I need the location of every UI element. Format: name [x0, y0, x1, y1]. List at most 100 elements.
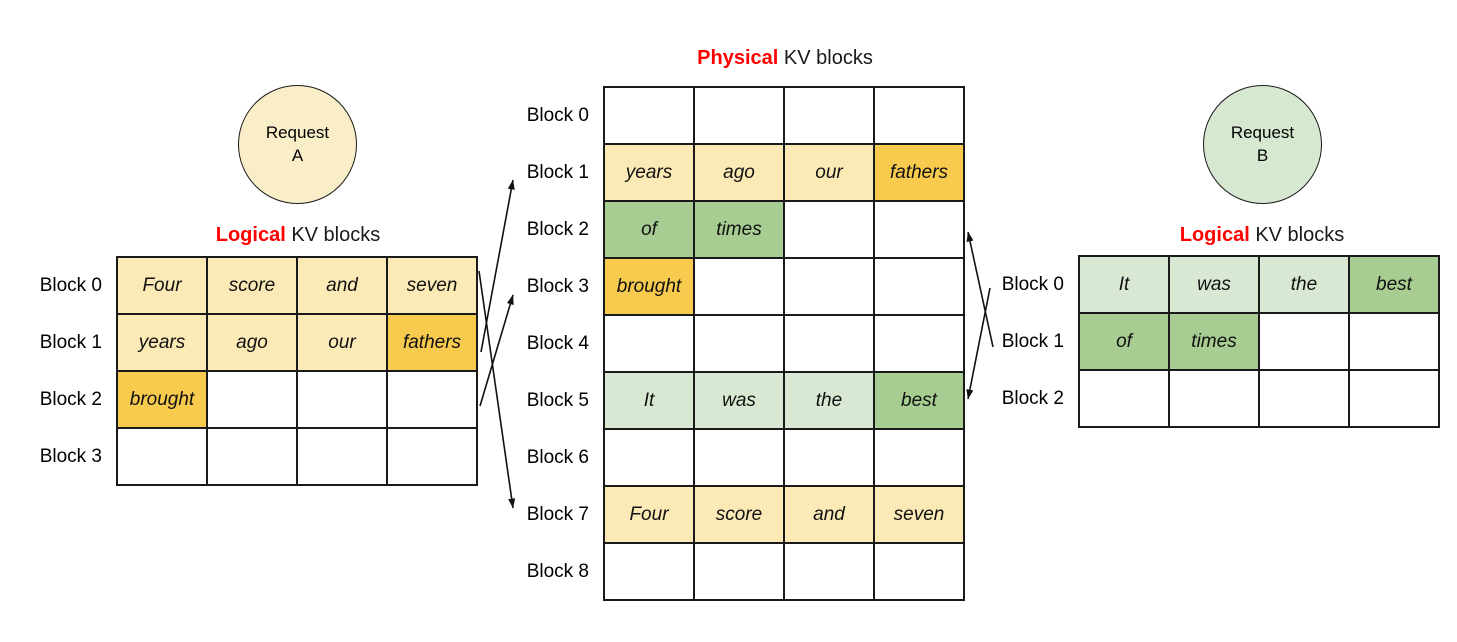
row-label: Block 8 [526, 560, 589, 582]
kv-cell-empty [296, 370, 388, 429]
kv-cell-empty [1258, 312, 1350, 371]
kv-cell-empty [693, 314, 785, 373]
kv-cell-empty [873, 86, 965, 145]
kv-cell-empty [873, 542, 965, 601]
logical-kv-blocks-title-b: Logical KV blocks [1082, 224, 1442, 247]
request-b-label-line1: Request [1230, 123, 1295, 143]
kv-cell-token: seven [873, 485, 965, 544]
kv-cell-token: best [873, 371, 965, 430]
request-b-label-line2: B [1256, 145, 1269, 165]
kv-cell-empty [693, 428, 785, 487]
kv-row: Block 3 brought [509, 257, 965, 316]
kv-cell-empty [693, 257, 785, 316]
physical-kv-blocks-title: Physical KV blocks [605, 47, 965, 70]
row-label: Block 2 [526, 218, 589, 240]
kv-cell-token: the [783, 371, 875, 430]
kv-cell-token: ago [206, 313, 298, 372]
kv-row: Block 0 [509, 86, 965, 145]
kv-cell-token: our [783, 143, 875, 202]
logical-emphasis-a: Logical [215, 224, 286, 246]
kv-cell-token: brought [603, 257, 695, 316]
kv-cell-empty [783, 86, 875, 145]
row-label: Block 1 [1001, 330, 1064, 352]
kv-row: Block 2 [984, 369, 1440, 428]
request-a-label-line2: A [291, 145, 304, 165]
kv-row: Block 3 [22, 427, 478, 486]
kv-cell-empty [116, 427, 208, 486]
kv-cell-empty [603, 542, 695, 601]
kv-cell-empty [1168, 369, 1260, 428]
kv-cell-empty [873, 428, 965, 487]
kv-cell-empty [783, 314, 875, 373]
kv-cell-empty [783, 257, 875, 316]
kv-cell-empty [1348, 369, 1440, 428]
kv-cell-empty [386, 427, 478, 486]
kv-cell-token: Four [603, 485, 695, 544]
kv-cell-token: our [296, 313, 388, 372]
kv-cell-token: of [603, 200, 695, 259]
kv-cell-token: seven [386, 256, 478, 315]
logical-emphasis-b: Logical [1179, 224, 1250, 246]
row-label: Block 3 [526, 275, 589, 297]
kv-cell-empty [206, 427, 298, 486]
row-label: Block 6 [526, 446, 589, 468]
arrow-request-a-block0-to-physical-block7 [478, 270, 516, 509]
logical-rest-b: KV blocks [1249, 224, 1345, 246]
kv-cell-token: fathers [873, 143, 965, 202]
kv-cell-token: of [1078, 312, 1170, 371]
kv-cell-empty [783, 428, 875, 487]
kv-cell-empty [1348, 312, 1440, 371]
request-b-circle: Request B [1203, 85, 1322, 204]
kv-cell-empty [783, 200, 875, 259]
kv-cell-token: best [1348, 255, 1440, 314]
row-label: Block 0 [1001, 273, 1064, 295]
kv-cell-empty [693, 86, 785, 145]
kv-cell-empty [873, 314, 965, 373]
kv-cell-token: years [603, 143, 695, 202]
row-label: Block 0 [39, 274, 102, 296]
kv-cell-empty [603, 314, 695, 373]
kv-row: Block 8 [509, 542, 965, 601]
kv-cell-empty [693, 542, 785, 601]
request-a-label-line1: Request [265, 123, 330, 143]
kv-cell-token: brought [116, 370, 208, 429]
row-label: Block 7 [526, 503, 589, 525]
kv-cell-token: score [693, 485, 785, 544]
logical-kv-blocks-title-a: Logical KV blocks [118, 224, 478, 247]
logical-rest-a: KV blocks [285, 224, 381, 246]
kv-cell-empty [783, 542, 875, 601]
request-a-circle: Request A [238, 85, 357, 204]
kv-cell-empty [873, 257, 965, 316]
kv-cell-token: and [783, 485, 875, 544]
kv-cell-token: Four [116, 256, 208, 315]
kv-cell-empty [1258, 369, 1350, 428]
kv-cell-empty [386, 370, 478, 429]
kv-cell-token: times [1168, 312, 1260, 371]
kv-cell-token: It [1078, 255, 1170, 314]
row-label: Block 1 [526, 161, 589, 183]
row-label: Block 2 [1001, 387, 1064, 409]
kv-cell-empty [206, 370, 298, 429]
kv-cell-token: was [1168, 255, 1260, 314]
kv-cell-token: fathers [386, 313, 478, 372]
kv-cell-token: was [693, 371, 785, 430]
kv-cell-empty [603, 86, 695, 145]
kv-cell-token: It [603, 371, 695, 430]
row-label: Block 2 [39, 388, 102, 410]
kv-cell-token: and [296, 256, 388, 315]
physical-emphasis: Physical [697, 47, 779, 69]
row-label: Block 4 [526, 332, 589, 354]
kv-cell-empty [873, 200, 965, 259]
kv-row: Block 6 [509, 428, 965, 487]
